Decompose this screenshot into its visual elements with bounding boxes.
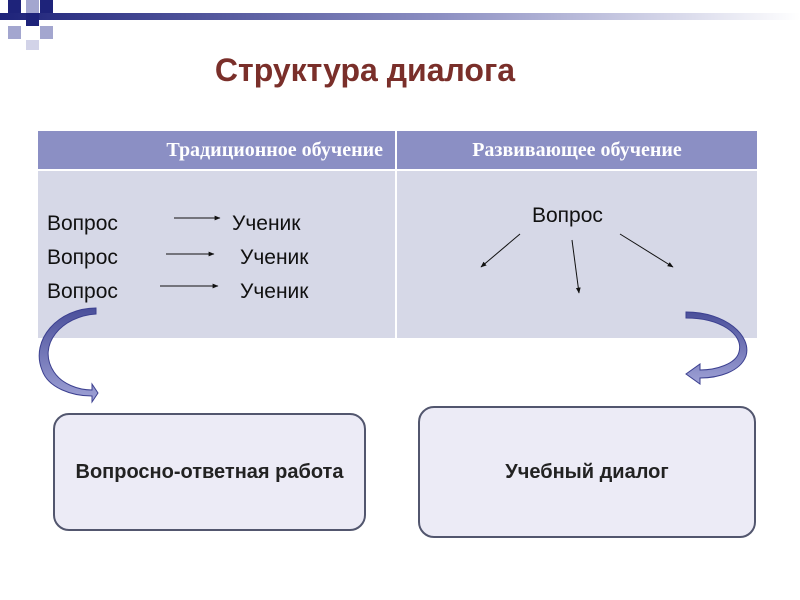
row3-question: Вопрос [47, 280, 118, 303]
comparison-table: Традиционное обучение Развивающее обучен… [38, 131, 757, 338]
learning-dialogue-box: Учебный диалог [418, 406, 756, 538]
slide-title: Структура диалога [214, 52, 516, 88]
header-traditional: Традиционное обучение [38, 131, 395, 169]
row3-student: Ученик [240, 280, 309, 303]
row2-question: Вопрос [47, 246, 118, 269]
root-question: Вопрос [532, 204, 603, 227]
cell-developmental [397, 171, 757, 338]
row1-student: Ученик [232, 212, 301, 235]
header-decoration [0, 0, 800, 50]
header-developmental: Развивающее обучение [397, 131, 757, 169]
question-answer-box: Вопросно-ответная работа [53, 413, 366, 531]
row2-student: Ученик [240, 246, 309, 269]
row1-question: Вопрос [47, 212, 118, 235]
